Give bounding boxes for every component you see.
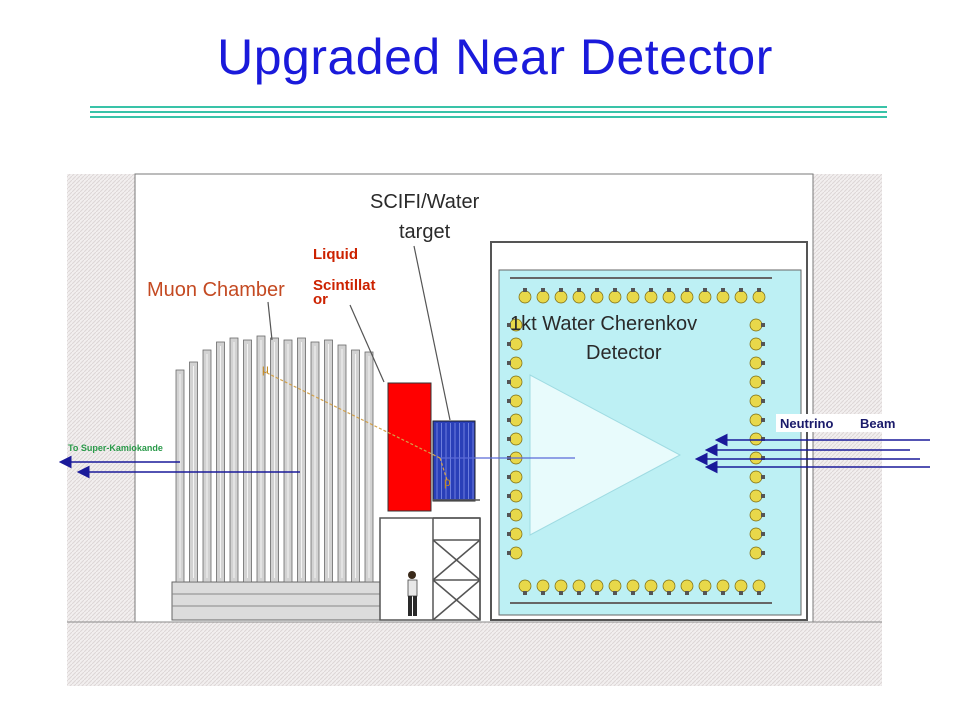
pmt [716, 288, 730, 304]
pmt [680, 288, 694, 304]
liquid-scintillator-block [387, 382, 432, 512]
pmt [536, 288, 550, 304]
slide-title: Upgraded Near Detector [217, 29, 773, 85]
pmt [749, 527, 765, 541]
pmt [608, 579, 622, 595]
pmt [662, 288, 676, 304]
title-underline-1 [90, 106, 887, 108]
pmt [749, 413, 765, 427]
wc-label-line1: 1kt Water Cherenkov [510, 313, 697, 335]
label-pointers [267, 245, 451, 421]
pmt [554, 288, 568, 304]
pmt [507, 527, 523, 541]
pmt [749, 337, 765, 351]
pmt [698, 579, 712, 595]
person-scale-figure [407, 571, 418, 616]
pmt [749, 546, 765, 560]
beam-label-beam: Beam [860, 416, 895, 431]
pmt [626, 579, 640, 595]
scifi-water-target [432, 420, 476, 502]
pmt [749, 470, 765, 484]
pmt [507, 432, 523, 446]
pmt [644, 288, 658, 304]
scifi-label-line2: target [399, 221, 451, 243]
title-underline-3 [90, 116, 887, 118]
pmt [507, 318, 523, 332]
scifi-target-layers [436, 423, 474, 499]
pmt [749, 432, 765, 446]
beam-label-neutrino: Neutrino [780, 416, 834, 431]
pmt [590, 288, 604, 304]
title-underline-2 [90, 111, 887, 113]
pmt [507, 546, 523, 560]
pmt [752, 288, 766, 304]
liquid-label-line3: or [313, 291, 328, 308]
pmt [507, 508, 523, 522]
pmt [749, 394, 765, 408]
pmt [698, 288, 712, 304]
photomultiplier-tubes [507, 288, 766, 595]
support-tower [379, 499, 481, 621]
pmt [507, 489, 523, 503]
pmt [644, 579, 658, 595]
liquid-label-line1: Liquid [313, 246, 358, 263]
mu-label: μ [262, 362, 269, 376]
pmt [749, 356, 765, 370]
pmt [662, 579, 676, 595]
water-cherenkov-detector [490, 241, 808, 621]
pmt [507, 337, 523, 351]
particle-tracks [264, 371, 575, 481]
pmt [507, 394, 523, 408]
pmt [749, 489, 765, 503]
pmt [749, 508, 765, 522]
pmt [608, 288, 622, 304]
super-kamiokande-arrows [58, 455, 300, 479]
pmt [554, 579, 568, 595]
wc-label-line2: Detector [586, 342, 662, 364]
pmt [507, 413, 523, 427]
pmt [734, 579, 748, 595]
pmt [507, 375, 523, 389]
pmt [572, 579, 586, 595]
pmt [626, 288, 640, 304]
pmt [507, 470, 523, 484]
pmt [734, 288, 748, 304]
to-super-kamiokande-label: To Super-Kamiokande [68, 443, 163, 453]
pmt [752, 579, 766, 595]
pmt [749, 375, 765, 389]
liquid-label-line2: Scintillat [313, 277, 376, 294]
pmt [518, 288, 532, 304]
pmt [518, 579, 532, 595]
pmt [507, 356, 523, 370]
muon-chamber-plates [175, 335, 374, 583]
muon-chamber-label: Muon Chamber [147, 279, 285, 301]
cherenkov-cone [529, 374, 682, 536]
pmt [680, 579, 694, 595]
neutrino-beam-arrows [694, 433, 930, 474]
pmt [749, 318, 765, 332]
pmt [572, 288, 586, 304]
scifi-label-line1: SCIFI/Water [370, 191, 480, 213]
pmt [749, 451, 765, 465]
proton-label: p [444, 475, 451, 489]
pmt [536, 579, 550, 595]
pmt [716, 579, 730, 595]
pmt [590, 579, 604, 595]
